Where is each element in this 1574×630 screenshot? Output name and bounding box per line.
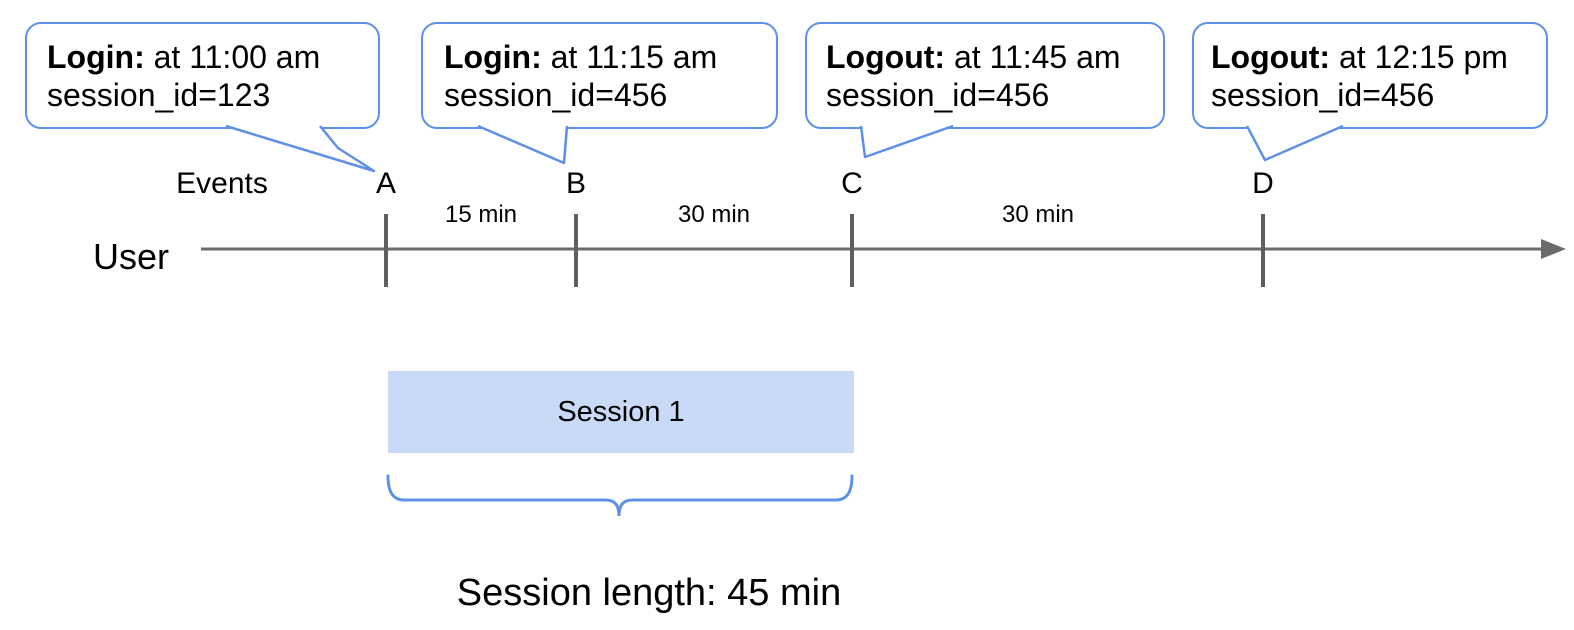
interval-c-d: 30 min: [1001, 201, 1075, 228]
callout-b-session-id: session_id=456: [444, 77, 668, 113]
callout-b-time: at 11:15 am: [541, 39, 718, 75]
brace-icon: [386, 474, 854, 517]
callout-b-event-type: Login:: [444, 39, 542, 75]
callout-a-event-type: Login:: [47, 39, 145, 75]
session-length-caption: Session length: 45 min: [456, 572, 842, 614]
callout-tail-b-icon: [477, 124, 569, 165]
callout-text-b: Login: at 11:15 am session_id=456: [444, 38, 717, 114]
callout-logout-c: [805, 22, 1165, 129]
callout-text-c: Logout: at 11:45 am session_id=456: [826, 38, 1121, 114]
callout-c-line1: Logout: at 11:45 am: [826, 38, 1121, 76]
event-label-a: A: [375, 167, 396, 200]
callout-c-event-type: Logout:: [826, 39, 946, 75]
callout-a-session-id: session_id=123: [47, 77, 271, 113]
interval-b-c: 30 min: [677, 201, 751, 228]
session-1-label: Session 1: [557, 395, 685, 428]
callout-tail-d-icon: [1245, 124, 1344, 162]
interval-a-b: 15 min: [444, 201, 518, 228]
arrowhead-icon: [1541, 239, 1566, 259]
callout-c-time: at 11:45 am: [945, 39, 1121, 75]
callout-logout-d: [1192, 22, 1548, 129]
events-axis-caption: Events: [176, 167, 268, 200]
callout-text-a: Login: at 11:00 am session_id=123: [47, 38, 320, 114]
callout-d-event-type: Logout:: [1211, 39, 1331, 75]
callout-a-line1: Login: at 11:00 am: [47, 38, 320, 76]
callout-c-session-id: session_id=456: [826, 77, 1050, 113]
callout-b-line1: Login: at 11:15 am: [444, 38, 717, 76]
callout-d-time: at 12:15 pm: [1330, 39, 1508, 75]
event-label-b: B: [565, 167, 586, 200]
callout-tail-c-icon: [859, 124, 954, 159]
callout-d-session-id: session_id=456: [1211, 77, 1435, 113]
callout-login-a: [25, 22, 380, 129]
session-1-box: Session 1: [388, 371, 854, 453]
callout-d-line1: Logout: at 12:15 pm: [1211, 38, 1508, 76]
event-label-d: D: [1252, 167, 1274, 200]
callout-text-d: Logout: at 12:15 pm session_id=456: [1211, 38, 1508, 114]
user-label: User: [93, 236, 170, 277]
callout-login-b: [421, 22, 778, 129]
callout-a-time: at 11:00 am: [144, 39, 321, 75]
event-label-c: C: [841, 167, 863, 200]
callout-tail-a-icon: [225, 124, 376, 173]
